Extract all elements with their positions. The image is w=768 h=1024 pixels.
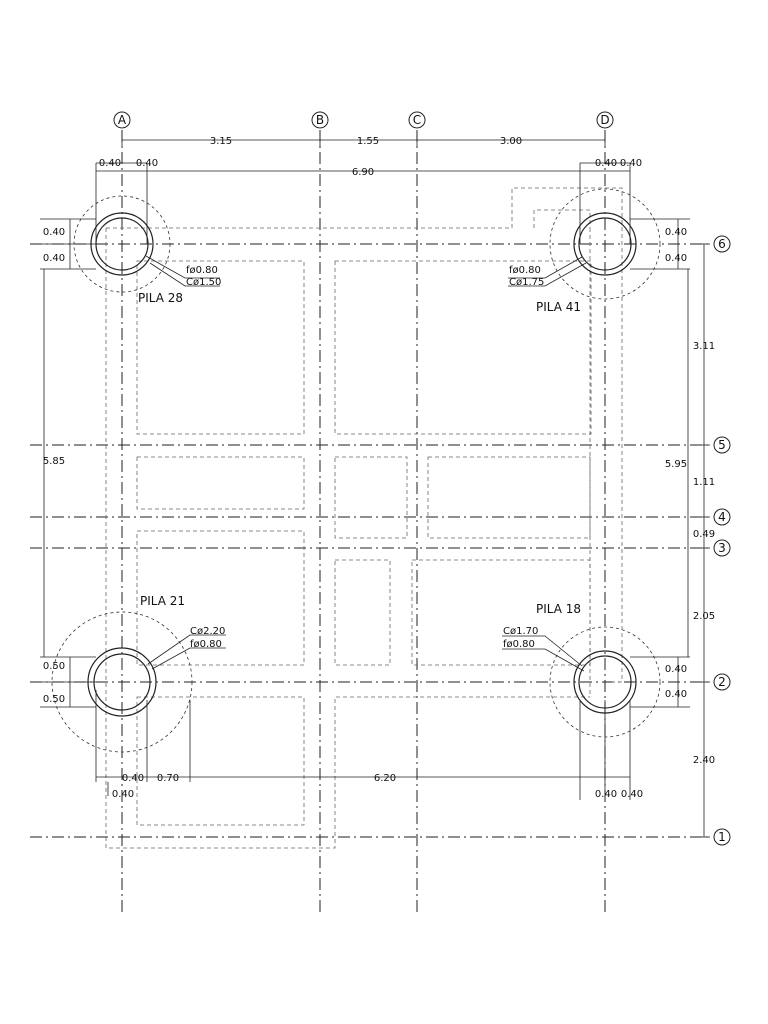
axis-label-3: 3	[718, 541, 726, 555]
axis-bubble-5	[713, 436, 731, 454]
pile-41-leader	[508, 256, 583, 279]
axis-bubble-6	[713, 235, 731, 253]
dim-text-bot-right-a: 0.40	[595, 789, 617, 800]
axis-bubble-4	[713, 508, 731, 526]
pile-28-c-text: Cø1.50	[186, 277, 221, 288]
pile-18-label: PILA 18	[536, 602, 581, 616]
dim-text-far-right-54: 1.11	[693, 477, 715, 488]
pile-41-cap-circle	[573, 212, 637, 276]
axis-label-1: 1	[718, 830, 726, 844]
pile-28-leader-2	[149, 262, 220, 287]
pile-18-c-text: Cø1.70	[503, 626, 538, 637]
foundation-inner-outline	[105, 228, 590, 849]
dim-text-bot-a: 0.40	[122, 773, 144, 784]
axis-bubble-b	[311, 111, 329, 129]
pile-21-f-text: fø0.80	[190, 639, 222, 650]
axis-label-6: 6	[718, 237, 726, 251]
dimensions-top: 3.15 1.55 3.00 6.90 0.40 0.40 0.40 0.40	[95, 134, 642, 244]
pile-18-f-text: fø0.80	[503, 639, 535, 650]
pile-21-leader	[147, 634, 226, 665]
pile-21-c-text: Cø2.20	[190, 626, 225, 637]
dim-text-right-total: 5.95	[665, 459, 687, 470]
pile-41-label: PILA 41	[536, 300, 581, 314]
slab-panel-1	[136, 260, 305, 435]
slab-panel-8	[411, 559, 591, 666]
axis-label-d: D	[600, 113, 609, 127]
slab-panel-7	[334, 559, 391, 666]
axis-label-a: A	[118, 113, 127, 127]
dim-text-far-right-32: 2.05	[693, 611, 715, 622]
dim-text-far-right-43: 0.49	[693, 529, 715, 540]
pile-21-leader-2	[151, 647, 226, 670]
dim-text-right-top-a: 0.40	[665, 227, 687, 238]
dimensions-left: 0.40 0.40 5.85 0.50 0.50	[40, 218, 96, 708]
axis-label-4: 4	[718, 510, 726, 524]
dim-text-right-bot-a: 0.40	[665, 664, 687, 675]
dim-text-bot-c: 0.70	[157, 773, 179, 784]
axis-bubble-a	[113, 111, 131, 129]
dim-text-top-cd: 3.00	[500, 136, 522, 147]
dimensions-bottom: 0.40 0.40 0.70 6.20 0.40 0.40	[95, 690, 643, 800]
dimensions-far-right: 3.11 1.11 0.49 2.05 2.40	[693, 243, 715, 838]
pile-41-c-text: Cø1.75	[509, 277, 544, 288]
dim-text-left-total: 5.85	[43, 456, 65, 467]
slab-panel-4	[334, 456, 408, 539]
dim-text-top-right-a: 0.40	[595, 158, 617, 169]
dim-text-top-bc: 1.55	[357, 136, 379, 147]
pile-21-label: PILA 21	[140, 594, 185, 608]
pile-41-leader-2	[508, 262, 587, 287]
pile-28-f-text: fø0.80	[186, 265, 218, 276]
pile-21: Cø2.20 fø0.80 PILA 21	[51, 594, 226, 753]
pile-41-outer-circle	[549, 188, 661, 300]
dim-text-top-left-a: 0.40	[99, 158, 121, 169]
dim-text-bot-b: 0.40	[112, 789, 134, 800]
slab-panel-9	[136, 696, 305, 826]
axis-bubble-3	[713, 539, 731, 557]
hidden-foundation-outline	[105, 187, 623, 849]
dim-text-bot-total: 6.20	[374, 773, 396, 784]
pile-18: Cø1.70 fø0.80 PILA 18	[502, 602, 661, 738]
dim-text-top-ab: 3.15	[210, 136, 232, 147]
dim-text-top-right-b: 0.40	[620, 158, 642, 169]
pile-21-outer-circle	[51, 611, 193, 753]
pile-41-shaft-circle	[578, 217, 632, 271]
axis-label-b: B	[316, 113, 324, 127]
slab-panel-3	[136, 456, 305, 510]
foundation-outer-outline	[106, 187, 623, 683]
dim-text-bot-right-b: 0.40	[621, 789, 643, 800]
pile-18-leader	[502, 635, 583, 667]
dim-text-left-bot-a: 0.50	[43, 661, 65, 672]
dim-text-right-top-b: 0.40	[665, 253, 687, 264]
pile-18-leader-2	[502, 648, 585, 672]
dim-text-top-left-b: 0.40	[136, 158, 158, 169]
dim-text-left-top-a: 0.40	[43, 227, 65, 238]
slab-panel-2	[334, 260, 592, 435]
dim-text-left-top-b: 0.40	[43, 253, 65, 264]
axis-bubble-c	[408, 111, 426, 129]
pile-28-label: PILA 28	[138, 291, 183, 305]
dim-text-far-right-21: 2.40	[693, 755, 715, 766]
axis-bubble-2	[713, 673, 731, 691]
slab-panel-6	[136, 530, 305, 666]
dimensions-right-inner: 0.40 0.40 5.95 0.40 0.40	[630, 218, 690, 708]
dim-text-top-total: 6.90	[352, 167, 374, 178]
dim-text-far-right-65: 3.11	[693, 341, 715, 352]
axis-bubble-d	[596, 111, 614, 129]
axis-label-2: 2	[718, 675, 726, 689]
axis-bubble-1	[713, 828, 731, 846]
axis-label-c: C	[413, 113, 421, 127]
slab-panel-5	[427, 456, 591, 539]
upper-right-notch	[533, 209, 591, 228]
dim-text-right-bot-b: 0.40	[665, 689, 687, 700]
pile-41: fø0.80 Cø1.75 PILA 41	[508, 188, 661, 314]
dim-text-left-bot-b: 0.50	[43, 694, 65, 705]
pile-28-leader	[145, 255, 220, 279]
axis-label-5: 5	[718, 438, 726, 452]
pile-41-f-text: fø0.80	[509, 265, 541, 276]
axis-bubbles: A B C D 6 5 4 3 2 1	[113, 111, 731, 846]
